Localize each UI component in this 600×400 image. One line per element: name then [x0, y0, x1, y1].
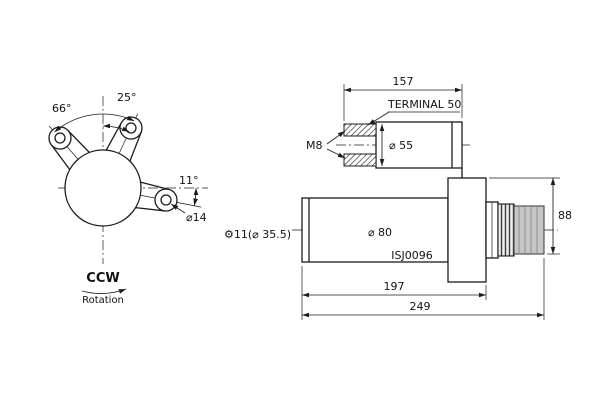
dim-88-label: 88 — [558, 209, 572, 222]
rotation-label: Rotation — [82, 295, 124, 306]
rotation-arrow — [81, 288, 127, 294]
model-number: ISJ0096 — [391, 249, 432, 262]
right-ear-web-line — [140, 181, 169, 190]
m8-label: M8 — [306, 139, 323, 152]
dia14-leader — [170, 203, 186, 214]
dim-249-label: 249 — [410, 300, 431, 313]
dia14-label: ⌀14 — [186, 211, 207, 224]
dia80-label: ⌀ 80 — [368, 226, 392, 239]
terminal-50-leader — [367, 111, 390, 126]
drive-end-flange — [447, 177, 487, 283]
angle-25-label: 25° — [117, 91, 137, 104]
m8-leader-bottom — [326, 148, 346, 159]
left-ear-web-line — [51, 144, 71, 170]
dim-157-label: 157 — [393, 75, 414, 88]
right-ear — [154, 188, 178, 212]
front-view: 66° 25° 11° ⌀14 CCW Rotation — [48, 91, 208, 306]
solenoid-body — [375, 121, 463, 169]
terminal-stud-top — [343, 123, 377, 137]
angle-arc-66 — [54, 113, 135, 133]
dim-197-label: 197 — [384, 280, 405, 293]
pinion-teeth — [497, 203, 515, 257]
angle-arc-11 — [193, 187, 199, 206]
dia55-label: ⌀ 55 — [389, 139, 413, 152]
terminal-50-label: TERMINAL 50 — [387, 98, 461, 111]
angle-66-label: 66° — [52, 102, 72, 115]
m8-leader-top — [326, 130, 346, 145]
terminal-stud-bottom — [343, 153, 377, 167]
angle-11-label: 11° — [179, 174, 199, 187]
left-ear-web-line — [67, 130, 90, 153]
top-ear — [119, 116, 143, 140]
left-ear-hole — [54, 132, 66, 144]
side-view: 157 TERMINAL 50 M8 ⌀ 55 ⌀ 80 ISJ0096 ⚙11… — [224, 75, 572, 320]
motor-body-circle — [64, 149, 142, 227]
right-ear-hole — [160, 194, 172, 206]
motor-body — [301, 197, 449, 263]
top-ear-web-line — [129, 132, 142, 162]
right-ear-web-line — [135, 206, 164, 212]
pinion-spec-label: ⚙11(⌀ 35.5) — [224, 228, 291, 241]
ccw-label: CCW — [86, 271, 119, 286]
